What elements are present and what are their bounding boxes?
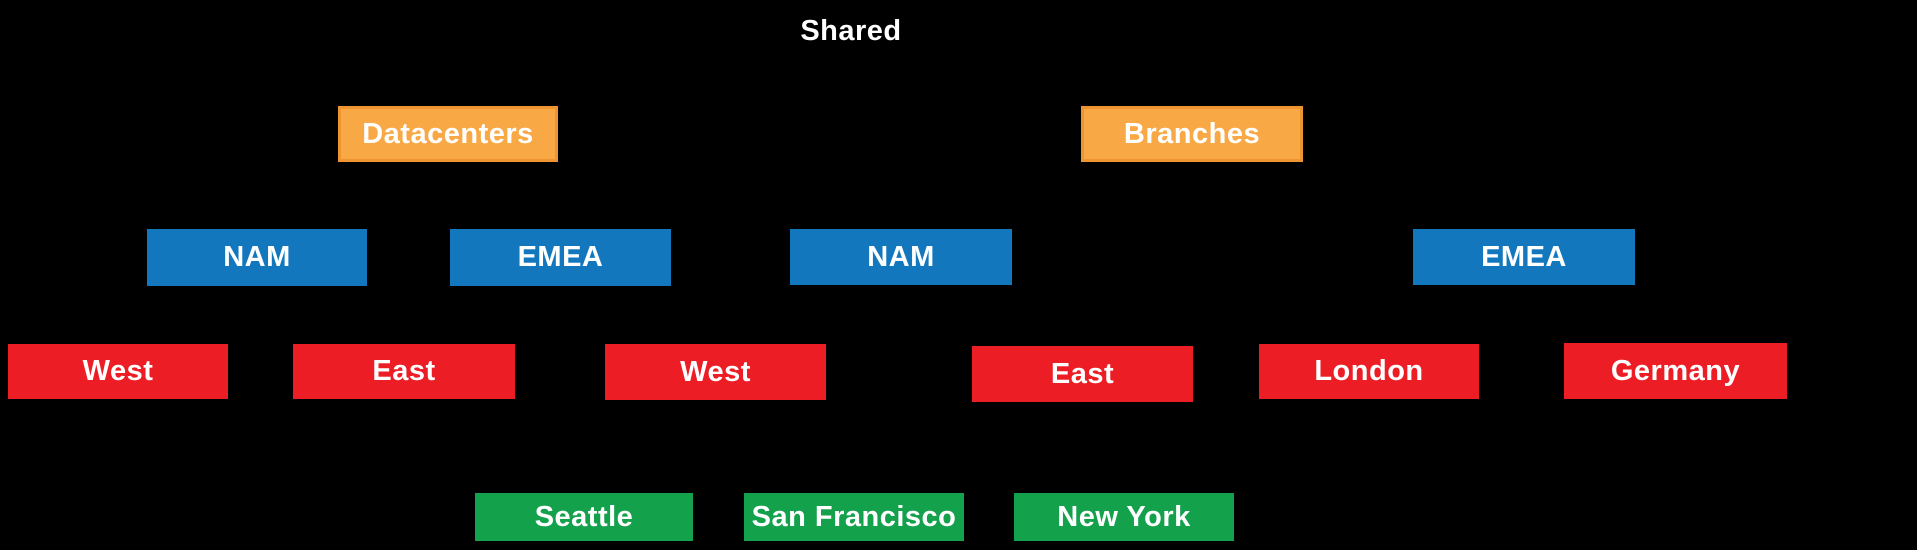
tree-node-datacenters: Datacenters xyxy=(338,106,558,162)
tree-node-nam: NAM xyxy=(147,229,367,286)
tree-node-branches: Branches xyxy=(1081,106,1303,162)
tree-node-nam-2: NAM xyxy=(790,229,1012,285)
tree-node-san-francisco: San Francisco xyxy=(744,493,964,541)
tree-node-west-2: West xyxy=(605,344,826,400)
tree-node-seattle: Seattle xyxy=(475,493,693,541)
tree-node-new-york: New York xyxy=(1014,493,1234,541)
tree-node-west: West xyxy=(8,344,228,399)
tree-node-east-2: East xyxy=(972,346,1193,402)
tree-node-shared: Shared xyxy=(800,14,902,47)
tree-node-emea-2: EMEA xyxy=(1413,229,1635,285)
tree-node-germany: Germany xyxy=(1564,343,1787,399)
tree-node-east: East xyxy=(293,344,515,399)
tree-node-london: London xyxy=(1259,344,1479,399)
tree-node-emea: EMEA xyxy=(450,229,671,286)
